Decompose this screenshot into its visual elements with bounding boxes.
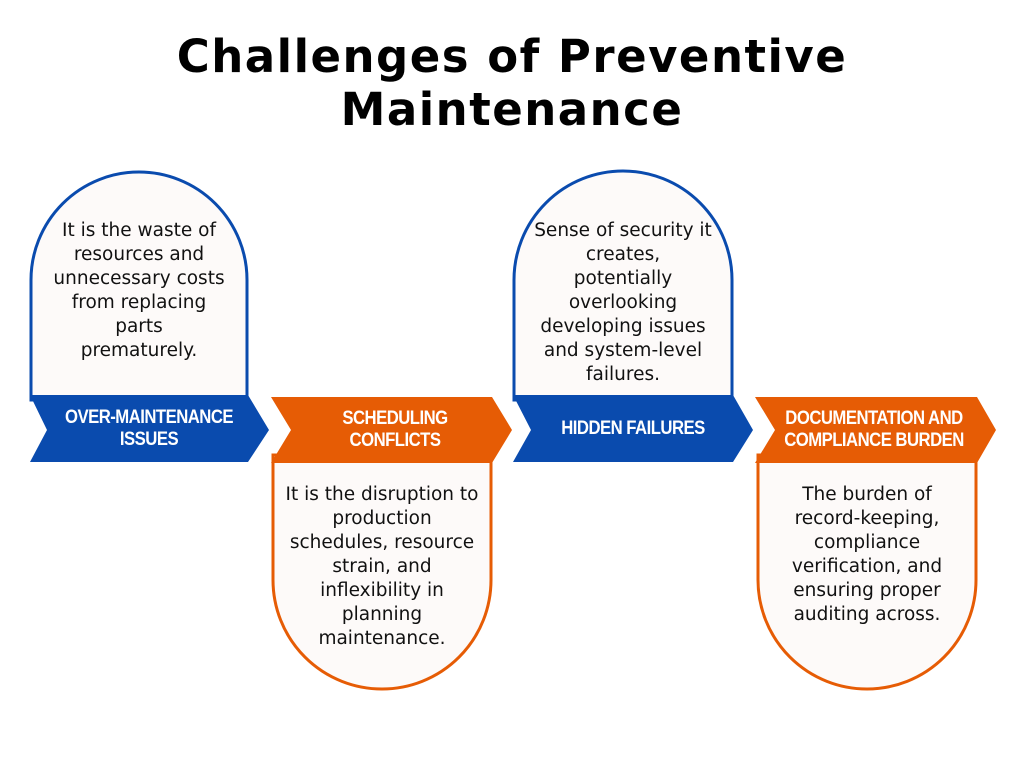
page-title: Challenges of Preventive Maintenance bbox=[176, 30, 848, 136]
step-4-label: DOCUMENTATION AND COMPLIANCE BURDEN bbox=[784, 408, 964, 451]
step-2-label: SCHEDULING CONFLICTS bbox=[342, 408, 448, 451]
step-3-label: HIDDEN FAILURES bbox=[561, 418, 705, 439]
step-4-description: The burden of record-keeping, compliance… bbox=[791, 484, 943, 625]
step-1-card bbox=[29, 170, 249, 402]
step-2-chevron bbox=[271, 397, 512, 463]
step-1-description: It is the waste of resources and unneces… bbox=[53, 220, 225, 361]
step-2-card bbox=[271, 453, 493, 691]
step-3-description: Sense of security it creates, potentiall… bbox=[534, 220, 712, 385]
step-3-chevron bbox=[513, 395, 753, 462]
step-1-label: OVER-MAINTENANCE ISSUES bbox=[64, 407, 234, 450]
step-1-chevron bbox=[30, 395, 269, 462]
step-3-card bbox=[512, 169, 734, 402]
step-4-chevron bbox=[755, 397, 996, 463]
step-2-description: It is the disruption to production sched… bbox=[285, 484, 479, 649]
step-4-card bbox=[756, 453, 978, 691]
